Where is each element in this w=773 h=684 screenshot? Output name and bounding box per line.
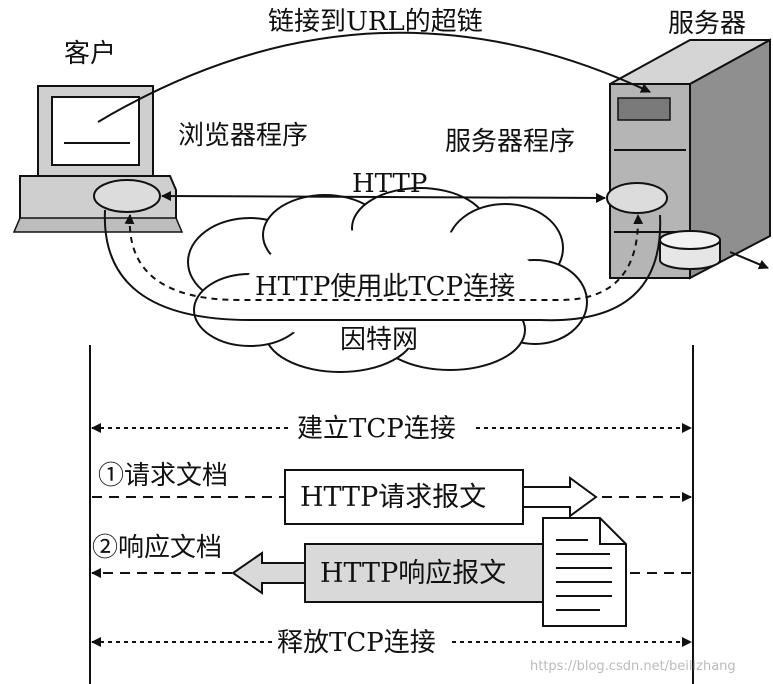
hyperlink-label: 链接到URL的超链: [268, 7, 483, 37]
watermark: https://blog.csdn.net/beilizhang: [530, 659, 736, 674]
http-label: HTTP: [352, 169, 427, 199]
browser-program-node: [93, 179, 161, 213]
response-hollow-arrow: [231, 551, 306, 595]
request-hollow-arrow: [522, 476, 598, 518]
response-document-label: ②响应文档: [92, 533, 222, 563]
server-label: 服务器: [668, 9, 746, 39]
client-label: 客户: [64, 39, 116, 69]
internet-cloud: [187, 187, 588, 373]
document-icon: [542, 517, 627, 627]
tcp-connection-label: HTTP使用此TCP连接: [255, 272, 515, 302]
server-program-label: 服务器程序: [445, 127, 575, 157]
http-response-box: [304, 543, 544, 603]
tcp-connection-dashed: [124, 214, 644, 301]
http-request-label: HTTP请求报文: [300, 482, 486, 513]
internet-label: 因特网: [340, 325, 418, 355]
http-arrow: [161, 191, 606, 203]
establish-tcp-label: 建立TCP连接: [297, 414, 456, 444]
hyperlink-arc: [97, 31, 651, 123]
request-document-label: ①请求文档: [98, 461, 228, 491]
server-program-node: [606, 182, 668, 214]
network-path-solid: [103, 209, 662, 322]
release-tcp-label: 释放TCP连接: [277, 628, 436, 658]
http-response-label: HTTP响应报文: [320, 558, 506, 589]
client-computer-icon: [12, 85, 184, 233]
browser-program-label: 浏览器程序: [178, 121, 308, 151]
server-icon: [609, 38, 771, 280]
http-request-box: [284, 469, 524, 525]
